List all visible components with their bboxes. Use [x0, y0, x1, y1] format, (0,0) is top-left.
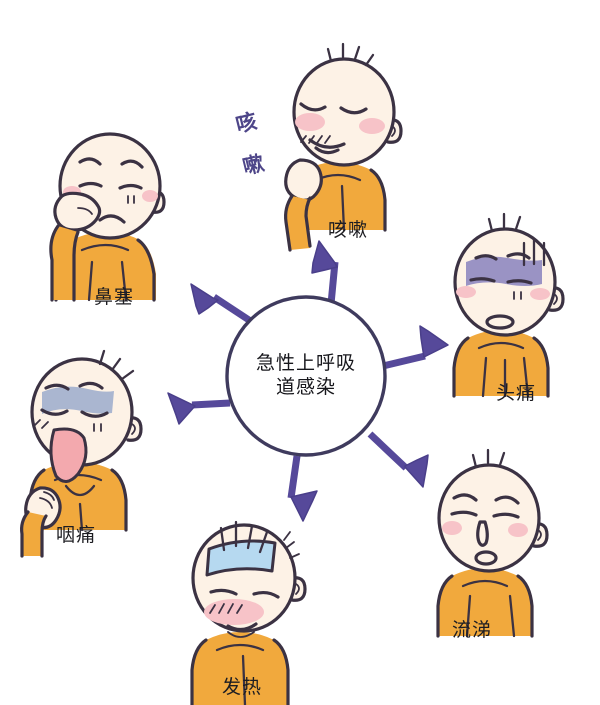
figure-headache [452, 212, 565, 398]
arrow-to-headache [382, 325, 449, 370]
arrow-to-fever [287, 455, 318, 522]
figure-nasal-congestion [49, 132, 166, 302]
center-concept-line-1: 急性上呼吸 [255, 352, 356, 374]
symptom-label-sore-throat: 咽痛 [56, 524, 97, 546]
arrow-to-runny-nose [367, 431, 429, 488]
arrow-to-sore-throat [167, 392, 231, 425]
symptom-label-nasal-congestion: 鼻塞 [94, 286, 135, 308]
symptom-label-headache: 头痛 [496, 382, 537, 404]
figure-cough [284, 42, 403, 252]
symptom-label-runny-nose: 流涕 [452, 619, 493, 641]
figure-fever [190, 520, 307, 705]
arrow-to-nasal-congestion [190, 283, 254, 325]
symptom-label-fever: 发热 [222, 676, 263, 698]
figure-sore-throat [20, 349, 143, 558]
center-concept-line-2: 道感染 [275, 376, 336, 399]
symptom-label-cough: 咳嗽 [328, 219, 369, 241]
figure-runny-nose [436, 448, 549, 638]
arrow-to-cough [311, 240, 339, 305]
center-concept-label: 急性上呼吸 道感染 [227, 351, 385, 400]
center-concept-circle [225, 295, 387, 457]
